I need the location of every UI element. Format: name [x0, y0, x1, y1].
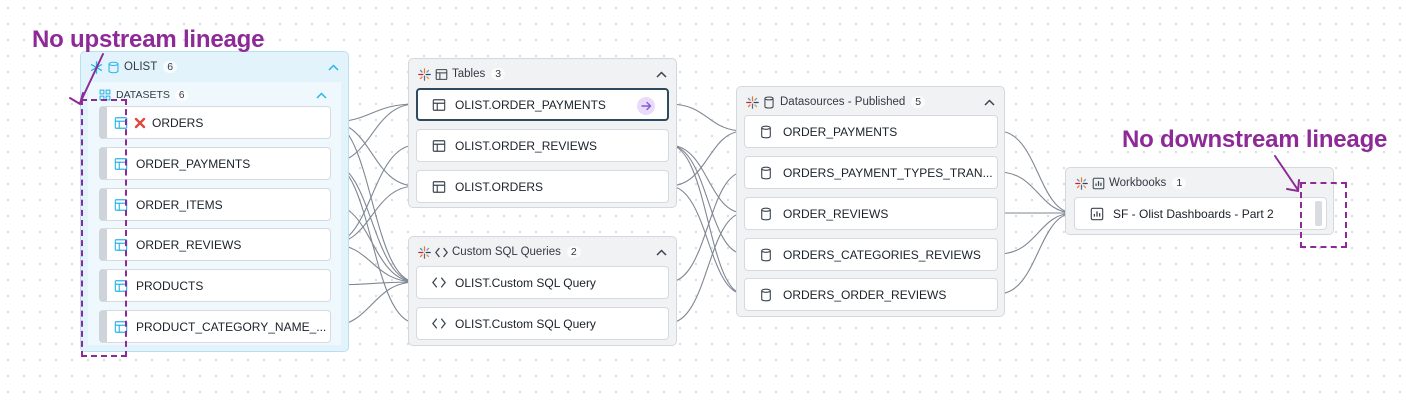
edge	[997, 130, 1074, 213]
table-icon	[435, 68, 448, 81]
datasource-node-order-reviews[interactable]: ORDER_REVIEWS	[744, 197, 998, 230]
chevron-up-icon[interactable]	[655, 68, 667, 80]
datasource-label: ORDER_PAYMENTS	[783, 124, 898, 139]
error-x-icon	[134, 117, 146, 129]
custom-sql-count: 2	[566, 246, 581, 258]
dataset-label: ORDER_ITEMS	[136, 197, 223, 212]
edge	[997, 213, 1074, 295]
olist-count: 6	[163, 61, 178, 73]
edge	[997, 213, 1074, 255]
datasets-label: DATASETS	[116, 89, 170, 101]
tables-title: Tables	[452, 68, 486, 80]
dataset-label: ORDER_REVIEWS	[136, 237, 242, 252]
workbooks-title: Workbooks	[1109, 177, 1167, 189]
datasource-cylinder-icon	[760, 125, 774, 139]
edge	[668, 144, 744, 213]
datasource-node-order-payments[interactable]: ORDER_PAYMENTS	[744, 115, 998, 148]
custom-sql-label: OLIST.Custom SQL Query	[455, 316, 596, 331]
edge	[997, 171, 1074, 213]
chevron-up-icon[interactable]	[327, 61, 339, 73]
tableau-logo-icon	[746, 95, 759, 109]
datasource-label: ORDER_REVIEWS	[783, 206, 889, 221]
chevron-up-icon[interactable]	[655, 246, 667, 258]
datasources-title: Datasources - Published	[780, 96, 906, 108]
datasource-label: ORDERS_CATEGORIES_REVIEWS	[783, 247, 981, 262]
edge	[668, 144, 744, 294]
dataset-label: PRODUCT_CATEGORY_NAME_...	[136, 319, 327, 334]
datasources-count: 5	[911, 96, 926, 108]
datasource-node-orders-order-reviews[interactable]: ORDERS_ORDER_REVIEWS	[744, 278, 998, 311]
edge	[668, 185, 744, 294]
workbook-chart-icon	[1092, 177, 1105, 190]
edge	[668, 144, 744, 254]
dataset-node-order-items[interactable]: ORDER_ITEMS	[99, 188, 331, 221]
datasets-count: 6	[174, 89, 189, 101]
database-icon	[107, 61, 120, 74]
code-icon	[432, 276, 446, 290]
annotation-upstream: No upstream lineage	[32, 26, 265, 53]
edge	[668, 213, 744, 324]
dataset-label: ORDER_PAYMENTS	[136, 156, 251, 171]
custom-sql-group-header[interactable]: Custom SQL Queries 2	[409, 237, 676, 267]
snowflake-icon	[90, 60, 103, 74]
workbook-chart-icon	[1090, 207, 1104, 221]
tables-count: 3	[491, 68, 506, 80]
tableau-logo-icon	[418, 67, 431, 81]
table-node-order-reviews[interactable]: OLIST.ORDER_REVIEWS	[416, 129, 669, 162]
annotation-downstream: No downstream lineage	[1122, 126, 1388, 153]
datasources-group-header[interactable]: Datasources - Published 5	[737, 87, 1004, 117]
chevron-up-icon[interactable]	[983, 96, 995, 108]
edge	[668, 172, 744, 283]
datasource-cylinder-icon	[760, 166, 774, 180]
table-node-order-payments[interactable]: OLIST.ORDER_PAYMENTS	[416, 88, 669, 121]
downstream-highlight-box	[1300, 182, 1347, 248]
dataset-node-products[interactable]: PRODUCTS	[99, 269, 331, 302]
custom-sql-title: Custom SQL Queries	[452, 246, 561, 258]
table-icon	[432, 180, 446, 194]
datasource-label: ORDERS_ORDER_REVIEWS	[783, 287, 947, 302]
tableau-logo-icon	[418, 245, 431, 259]
dataset-label: PRODUCTS	[136, 278, 204, 293]
tableau-logo-icon	[1075, 176, 1088, 190]
workbooks-count: 1	[1172, 177, 1187, 189]
arrow-right-icon[interactable]	[637, 97, 655, 115]
table-node-orders[interactable]: OLIST.ORDERS	[416, 170, 669, 203]
olist-group-header[interactable]: OLIST 6	[81, 52, 348, 82]
code-icon	[435, 246, 448, 259]
table-label: OLIST.ORDERS	[455, 179, 544, 194]
table-label: OLIST.ORDER_REVIEWS	[455, 138, 598, 153]
workbook-label: SF - Olist Dashboards - Part 2	[1113, 206, 1274, 221]
table-icon	[432, 139, 446, 153]
datasource-node-orders-payment-types[interactable]: ORDERS_PAYMENT_TYPES_TRAN...	[744, 156, 998, 189]
downstream-tab	[1315, 201, 1322, 226]
workbook-node-sf-olist-dashboards[interactable]: SF - Olist Dashboards - Part 2	[1074, 197, 1327, 230]
dataset-node-order-reviews[interactable]: ORDER_REVIEWS	[99, 228, 331, 261]
chevron-up-icon[interactable]	[315, 89, 327, 101]
dataset-node-orders[interactable]: ORDERS	[99, 106, 331, 139]
edge	[668, 103, 744, 131]
table-icon	[432, 98, 446, 112]
datasource-cylinder-icon	[760, 288, 774, 302]
table-label: OLIST.ORDER_PAYMENTS	[455, 97, 606, 112]
dataset-node-product-category-name[interactable]: PRODUCT_CATEGORY_NAME_...	[99, 310, 331, 343]
datasource-label: ORDERS_PAYMENT_TYPES_TRAN...	[783, 165, 993, 180]
datasource-cylinder-icon	[760, 207, 774, 221]
edge	[668, 131, 744, 187]
workbooks-group-header[interactable]: Workbooks 1	[1066, 168, 1333, 198]
datasource-cylinder-icon	[760, 248, 774, 262]
table-icon	[114, 157, 128, 171]
datasets-subheader[interactable]: DATASETS 6	[88, 82, 341, 108]
dataset-node-order-payments[interactable]: ORDER_PAYMENTS	[99, 147, 331, 180]
custom-sql-node-1[interactable]: OLIST.Custom SQL Query	[416, 266, 669, 299]
tables-group-header[interactable]: Tables 3	[409, 59, 676, 89]
upstream-highlight-box	[81, 99, 127, 357]
datasource-node-orders-categories-reviews[interactable]: ORDERS_CATEGORIES_REVIEWS	[744, 238, 998, 271]
code-icon	[432, 317, 446, 331]
custom-sql-label: OLIST.Custom SQL Query	[455, 275, 596, 290]
olist-title: OLIST	[124, 61, 158, 73]
datasource-cylinder-icon	[763, 95, 776, 109]
dataset-label: ORDERS	[152, 115, 204, 130]
custom-sql-node-2[interactable]: OLIST.Custom SQL Query	[416, 307, 669, 340]
